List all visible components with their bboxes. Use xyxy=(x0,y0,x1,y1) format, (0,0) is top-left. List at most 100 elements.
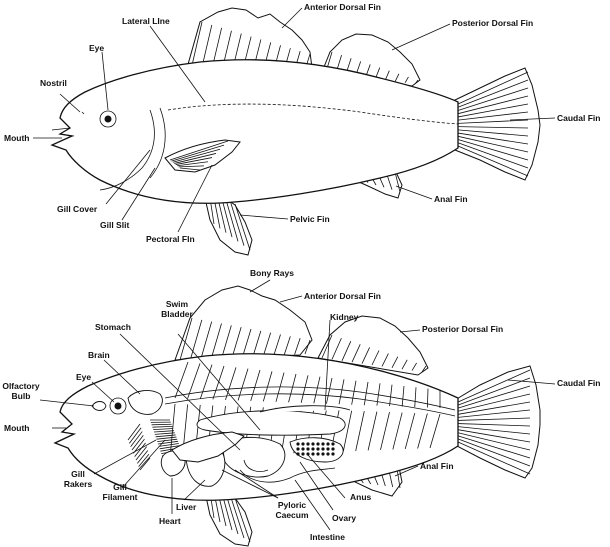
fin-ray xyxy=(172,148,221,163)
fin-ray xyxy=(457,426,531,435)
ovary-egg xyxy=(296,442,300,446)
label-bottom-posterior-dorsal-fin: Posterior Dorsal Fin xyxy=(422,324,504,334)
label-top-posterior-dorsal-fin: Posterior Dorsal Fin xyxy=(452,18,534,28)
label-top-gill-slit: Gill Slit xyxy=(100,220,130,230)
internal-fish xyxy=(53,285,541,547)
fin-ray xyxy=(457,441,531,475)
gill-raker-line xyxy=(138,453,150,467)
gill-raker-line xyxy=(127,423,141,441)
fin-ray xyxy=(457,401,531,415)
gill-raker-line xyxy=(130,431,143,447)
ovary-egg xyxy=(306,447,310,451)
bottom-caudal-fin xyxy=(454,365,541,479)
external-fish xyxy=(50,7,541,256)
label-top-anterior-dorsal-fin: Anterior Dorsal Fin xyxy=(304,2,381,12)
rib-bone xyxy=(351,380,357,405)
fin-ray xyxy=(179,317,193,361)
rib-bone xyxy=(225,367,237,401)
fin-ray xyxy=(457,142,529,169)
fin-ray xyxy=(294,338,301,355)
rib-bone xyxy=(237,368,249,401)
label-bottom-anal-fin: Anal Fin xyxy=(420,461,454,471)
label-bottom-liver: Liver xyxy=(176,502,197,512)
fin-ray xyxy=(457,385,531,409)
fin-ray xyxy=(179,167,201,171)
fin-ray xyxy=(175,157,213,165)
label-bottom-pyloric-caecum: Pyloric Caecum xyxy=(272,500,312,520)
gill-filament-line xyxy=(155,434,176,438)
fin-ray xyxy=(210,323,222,359)
rib-bone xyxy=(389,384,393,407)
fin-ray xyxy=(457,132,529,145)
fin-ray xyxy=(457,119,529,124)
fin-ray xyxy=(231,327,242,358)
gill-raker-line xyxy=(137,450,149,464)
fin-ray xyxy=(230,202,245,246)
ovary-egg xyxy=(301,452,305,456)
gill-filament-line xyxy=(153,428,174,430)
ovary-egg xyxy=(311,452,315,456)
label-top-pectoral-fin: Pectoral FIn xyxy=(146,234,195,244)
rib-bone xyxy=(326,377,333,404)
fin-ray xyxy=(457,95,529,115)
rib-bone xyxy=(212,365,225,400)
fin-ray xyxy=(242,328,252,358)
fin-ray xyxy=(217,199,227,233)
fin-ray xyxy=(394,73,400,82)
fin-ray xyxy=(273,334,281,356)
fin-ray xyxy=(457,135,529,153)
fin-ray xyxy=(169,140,229,161)
label-bottom-pyloric-caecum-line1: Pyloric xyxy=(277,500,307,510)
bottom-posterior-dorsal-fin xyxy=(317,315,429,376)
fin-ray xyxy=(361,347,370,364)
fin-ray xyxy=(414,79,419,85)
ovary-egg xyxy=(331,452,335,456)
fin-ray xyxy=(222,200,233,238)
rib-bone xyxy=(250,369,261,401)
fin-ray xyxy=(457,111,529,121)
fin-ray xyxy=(457,377,531,406)
fin-ray xyxy=(401,359,408,370)
label-bottom-stomach: Stomach xyxy=(95,322,131,332)
fin-ray xyxy=(321,334,333,359)
gill-filament-line xyxy=(152,426,173,428)
rib-bone xyxy=(392,412,403,450)
rib-bone xyxy=(275,372,285,402)
fin-ray xyxy=(384,70,390,81)
fin-ray xyxy=(226,201,239,242)
rib-bone xyxy=(338,379,345,405)
gill-raker-line xyxy=(129,427,142,444)
bottom-pectoral-fin xyxy=(171,431,245,463)
label-top-pelvic-fin: Pelvic Fin xyxy=(290,214,330,224)
fin-ray xyxy=(178,165,205,168)
label-bottom-anus: Anus xyxy=(350,492,372,502)
gill-filament-line xyxy=(153,430,175,433)
label-bottom-swim-bladder: Swim Bladder xyxy=(160,299,194,319)
label-top-eye: Eye xyxy=(89,43,105,53)
rib-bone xyxy=(262,371,273,402)
label-bottom-mouth: Mouth xyxy=(4,423,30,433)
gill-filament-line xyxy=(158,443,179,447)
fin-ray xyxy=(341,341,352,361)
fin-ray xyxy=(457,126,529,129)
fin-ray xyxy=(421,365,427,373)
fin-ray xyxy=(331,337,342,360)
fin-ray xyxy=(457,145,529,177)
ovary-egg xyxy=(331,442,335,446)
rib-bone xyxy=(199,364,213,400)
label-bottom-ovary: Ovary xyxy=(332,513,357,523)
fin-ray xyxy=(391,356,399,368)
fin-ray xyxy=(457,369,531,403)
ovary-egg xyxy=(296,452,300,456)
gill-filament-line xyxy=(156,436,177,440)
fin-ray xyxy=(457,129,529,137)
rib-bone xyxy=(342,410,353,452)
rib-bone xyxy=(367,411,378,451)
fin-ray xyxy=(252,330,262,357)
ovary-egg xyxy=(321,452,325,456)
label-top-nostril: Nostril xyxy=(40,78,67,88)
ovary-egg xyxy=(326,447,330,451)
fin-ray xyxy=(351,344,361,363)
